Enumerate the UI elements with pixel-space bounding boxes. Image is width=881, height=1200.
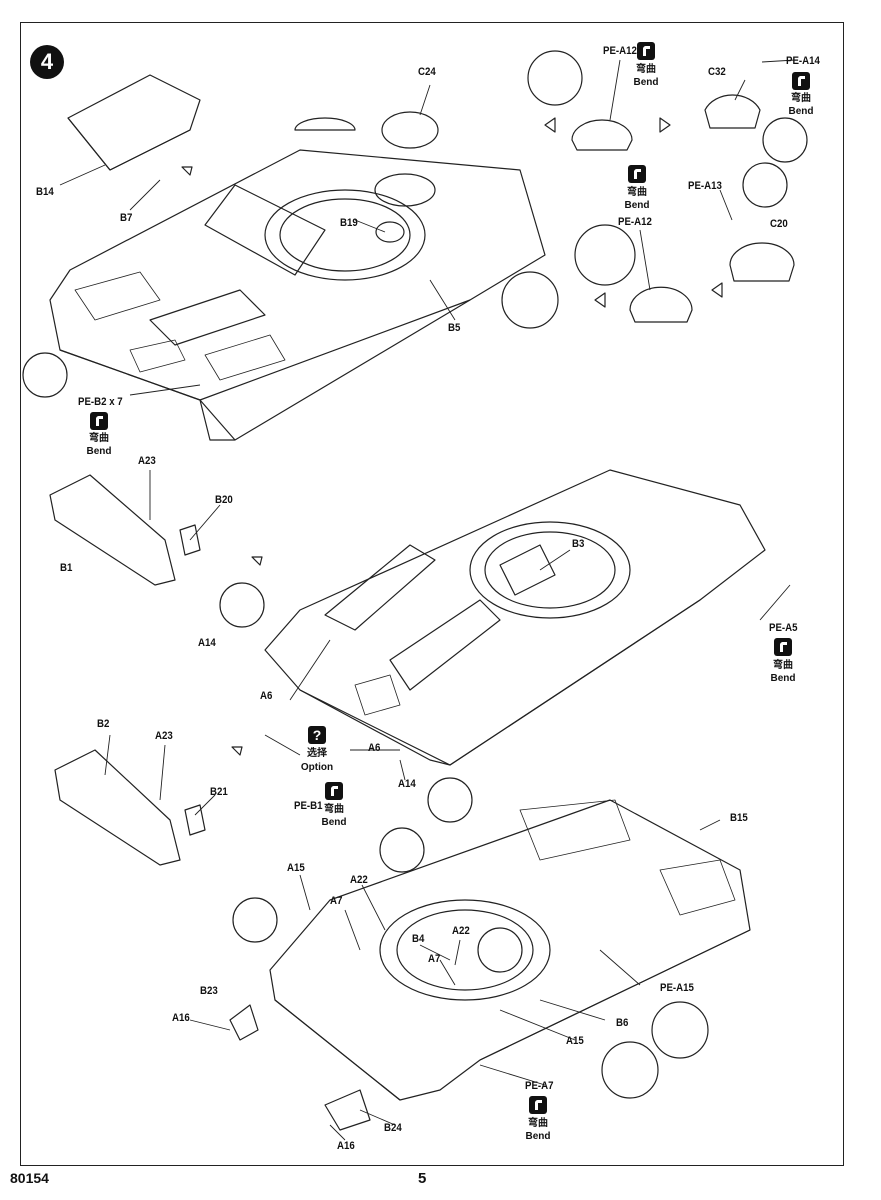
label-pe-a13: PE-A13 (688, 180, 722, 192)
label-b1: B1 (60, 562, 73, 574)
label-a22: A22 (350, 874, 368, 886)
part-c32 (704, 94, 761, 129)
label-b14: B14 (36, 186, 54, 198)
detail-circles (22, 50, 808, 1099)
bend-icon (637, 42, 655, 60)
bend-icon (529, 1096, 547, 1114)
label-a15: A15 (287, 862, 305, 874)
label-a6: A6 (260, 690, 273, 702)
bend-text-zh: 弯曲 (528, 1118, 548, 1129)
bend-text-zh: 弯曲 (791, 93, 811, 104)
bend-text-en: Bend (525, 1131, 551, 1142)
bend-text-en: Bend (321, 817, 347, 828)
bend-text-en: Bend (86, 446, 112, 457)
arrows (181, 117, 723, 756)
leader-lines (59, 59, 796, 1141)
step-number-badge: 4 (30, 45, 64, 79)
part-pe-a12-mid (629, 286, 693, 323)
part-pe-a12-top (571, 119, 633, 151)
label-pe-a15: PE-A15 (660, 982, 694, 994)
hatch-c24 (294, 111, 439, 149)
hull-bottom-view (229, 799, 751, 1131)
label-a16: A16 (172, 1012, 190, 1024)
label-a14-2: A14 (398, 778, 416, 790)
page-number: 5 (418, 1170, 427, 1187)
bend-text-en: Bend (788, 106, 814, 117)
hull-top-view (49, 149, 546, 441)
bend-text-zh: 弯曲 (89, 433, 109, 444)
option-text-zh: 选择 (307, 748, 327, 759)
bend-icon (792, 72, 810, 90)
label-a7-2: A7 (428, 953, 441, 965)
label-pe-a14: PE-A14 (786, 55, 820, 67)
label-pe-b2x7: PE-B2 x 7 (78, 396, 123, 408)
label-pe-a5: PE-A5 (769, 622, 798, 634)
label-pe-a7: PE-A7 (525, 1080, 554, 1092)
bend-text-zh: 弯曲 (627, 187, 647, 198)
label-b21: B21 (210, 786, 228, 798)
label-b2: B2 (97, 718, 110, 730)
bend-text-zh: 弯曲 (324, 804, 344, 815)
bend-icon (90, 412, 108, 430)
side-bracket-b2 (54, 749, 206, 866)
label-b15: B15 (730, 812, 748, 824)
part-c20 (729, 242, 795, 282)
label-b24: B24 (384, 1122, 402, 1134)
label-b6: B6 (616, 1017, 629, 1029)
label-a6-option: A6 (368, 742, 381, 754)
label-a14: A14 (198, 637, 216, 649)
label-pe-a12-mid: PE-A12 (618, 216, 652, 228)
bend-icon (774, 638, 792, 656)
label-a23: A23 (138, 455, 156, 467)
label-c20: C20 (770, 218, 788, 230)
bend-text-en: Bend (770, 673, 796, 684)
label-a7: A7 (330, 895, 343, 907)
label-b19: B19 (340, 217, 358, 229)
instruction-frame (20, 22, 844, 1166)
label-pe-a12-top: PE-A12 (603, 45, 637, 57)
product-code: 80154 (10, 1170, 49, 1186)
label-b23: B23 (200, 985, 218, 997)
label-b3: B3 (572, 538, 585, 550)
label-b20: B20 (215, 494, 233, 506)
bend-icon (325, 782, 343, 800)
label-a23-2: A23 (155, 730, 173, 742)
label-b5: B5 (448, 322, 461, 334)
bend-text-en: Bend (633, 77, 659, 88)
label-c24: C24 (418, 66, 436, 78)
side-bracket-b1 (49, 474, 201, 586)
bend-text-zh: 弯曲 (773, 660, 793, 671)
label-c32: C32 (708, 66, 726, 78)
label-b7: B7 (120, 212, 133, 224)
label-a16-2: A16 (337, 1140, 355, 1152)
label-pe-b1: PE-B1 (294, 800, 323, 812)
bend-text-en: Bend (624, 200, 650, 211)
option-text-en: Option (300, 762, 334, 773)
bend-text-zh: 弯曲 (636, 64, 656, 75)
label-b4: B4 (412, 933, 425, 945)
question-icon: ? (308, 726, 326, 744)
bend-icon (628, 165, 646, 183)
label-a22-2: A22 (452, 925, 470, 937)
label-a15-2: A15 (566, 1035, 584, 1047)
hatch-b14 (67, 74, 326, 276)
hull-middle-view (264, 469, 766, 766)
